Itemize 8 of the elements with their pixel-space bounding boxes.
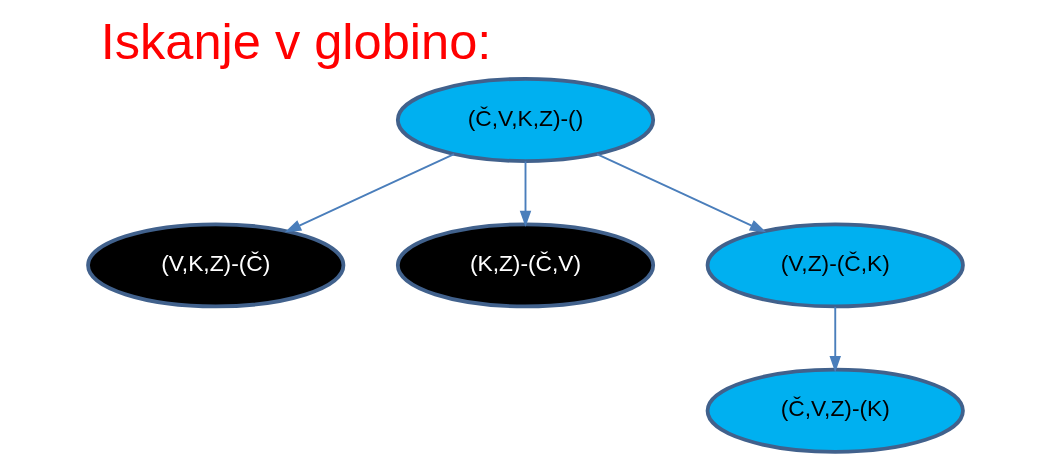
arrow	[284, 153, 455, 233]
arrow	[519, 160, 532, 228]
node-ellipse: (Č,V,Z)-(K)	[705, 367, 965, 454]
arrow	[829, 305, 841, 373]
diagram-title: Iskanje v globino:	[100, 12, 492, 70]
arrow	[596, 153, 767, 233]
node-ellipse: (K,Z)-(Č,V)	[395, 222, 656, 309]
node-ellipse: (Č,V,K,Z)-()	[395, 77, 656, 163]
